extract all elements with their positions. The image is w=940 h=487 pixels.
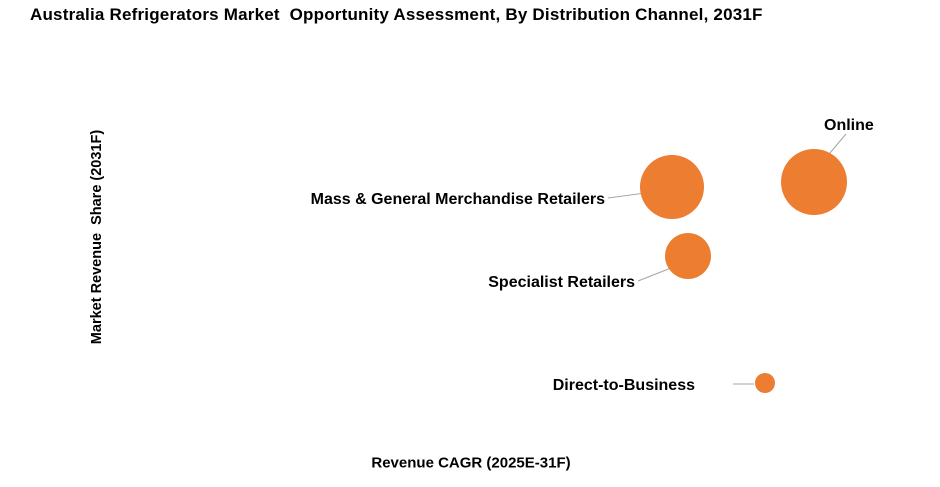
bubble-mass-general-merchandise-retailers <box>640 155 704 219</box>
bubble-online <box>781 149 847 215</box>
chart-title: Australia Refrigerators Market Opportuni… <box>30 5 763 24</box>
bubble-direct-to-business <box>755 373 775 393</box>
x-axis-label: Revenue CAGR (2025E-31F) <box>371 454 571 472</box>
bubble-label-specialist-retailers: Specialist Retailers <box>488 274 635 291</box>
bubble-label-online: Online <box>824 117 874 134</box>
bubble-specialist-retailers <box>665 233 711 279</box>
bubble-label-mass-general-merchandise-retailers: Mass & General Merchandise Retailers <box>311 191 605 208</box>
bubble-label-direct-to-business: Direct-to-Business <box>553 377 695 394</box>
